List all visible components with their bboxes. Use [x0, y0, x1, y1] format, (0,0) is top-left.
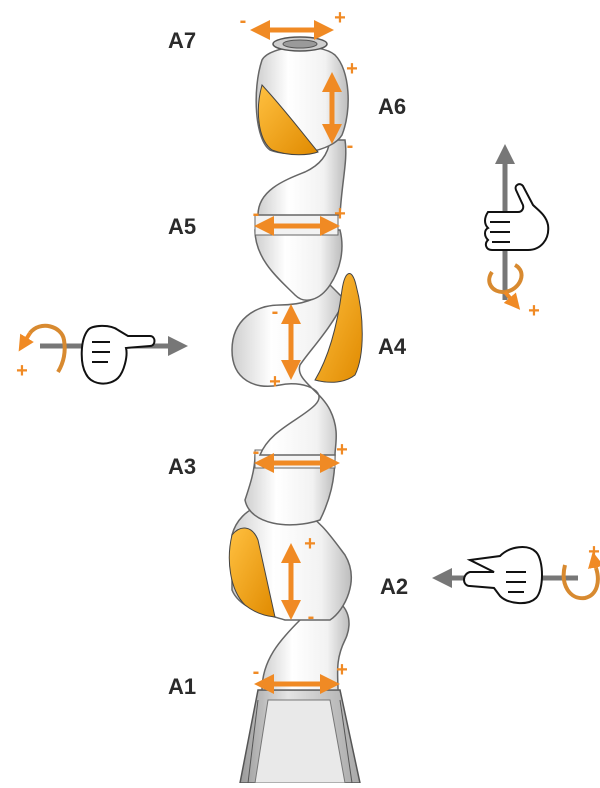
axis-label-a2: A2 — [380, 576, 408, 598]
axis-label-a4: A4 — [378, 336, 406, 358]
right-hand-left-icon — [22, 326, 180, 384]
axis-label-a6: A6 — [378, 96, 406, 118]
axis-label-a3: A3 — [168, 456, 196, 478]
right-hand-right-icon — [440, 547, 598, 603]
a4-minus-sign: - — [272, 301, 279, 323]
a4-plus-sign: + — [269, 371, 281, 393]
axis-label-a5: A5 — [168, 216, 196, 238]
right-hand-vertical-icon — [485, 152, 548, 305]
a7-plus-sign: + — [334, 7, 346, 29]
robot-base — [240, 690, 360, 783]
a3-plus-sign: + — [336, 439, 348, 461]
right-hand-left-plus: + — [16, 360, 28, 382]
a5-plus-sign: + — [334, 203, 346, 225]
a7-minus-sign: - — [240, 10, 247, 32]
axis-label-a7: A7 — [168, 30, 196, 52]
right-hand-vertical-plus: + — [528, 300, 540, 322]
a2-plus-sign: + — [304, 533, 316, 555]
a1-plus-sign: + — [336, 659, 348, 681]
a2-minus-sign: - — [308, 606, 315, 628]
a6-minus-sign: - — [347, 135, 354, 157]
a3-minus-sign: - — [253, 441, 260, 463]
right-hand-right-plus: + — [588, 541, 600, 563]
robot-arm — [229, 37, 362, 690]
a5-minus-sign: - — [253, 203, 260, 225]
a1-minus-sign: - — [253, 661, 260, 683]
axis-label-a1: A1 — [168, 676, 196, 698]
a6-plus-sign: + — [346, 58, 358, 80]
